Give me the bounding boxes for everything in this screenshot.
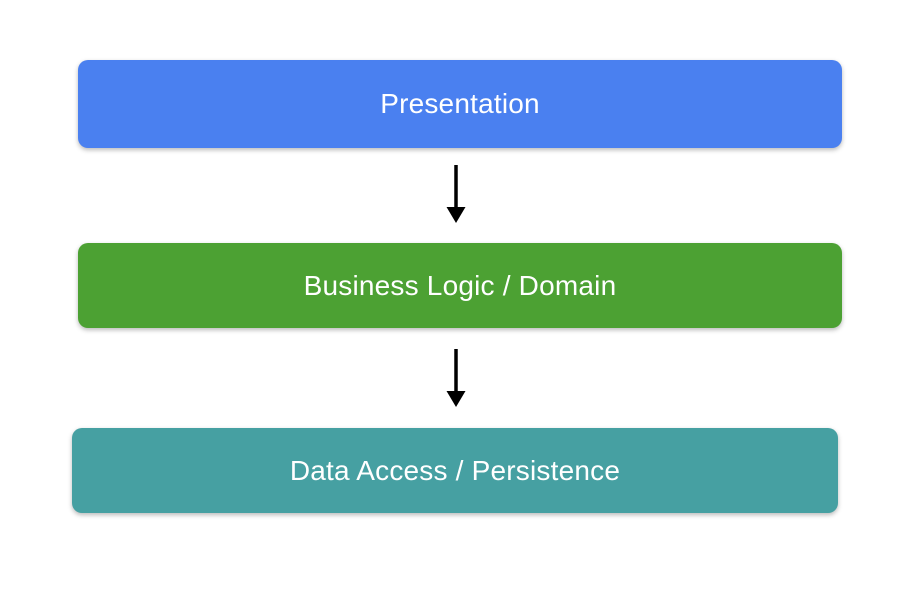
layer-box-business-logic: Business Logic / Domain [78,243,842,328]
layer-label-data-access: Data Access / Persistence [289,454,621,486]
layer-box-data-access: Data Access / Persistence [72,428,838,513]
layer-box-presentation: Presentation [78,60,842,148]
arrow-down-icon [446,165,466,223]
arrow-down-icon [446,349,466,407]
layer-label-presentation: Presentation [380,88,540,119]
layer-label-business-logic: Business Logic / Domain [303,269,617,301]
arrow-head [446,391,466,407]
arrow-head [446,207,466,223]
